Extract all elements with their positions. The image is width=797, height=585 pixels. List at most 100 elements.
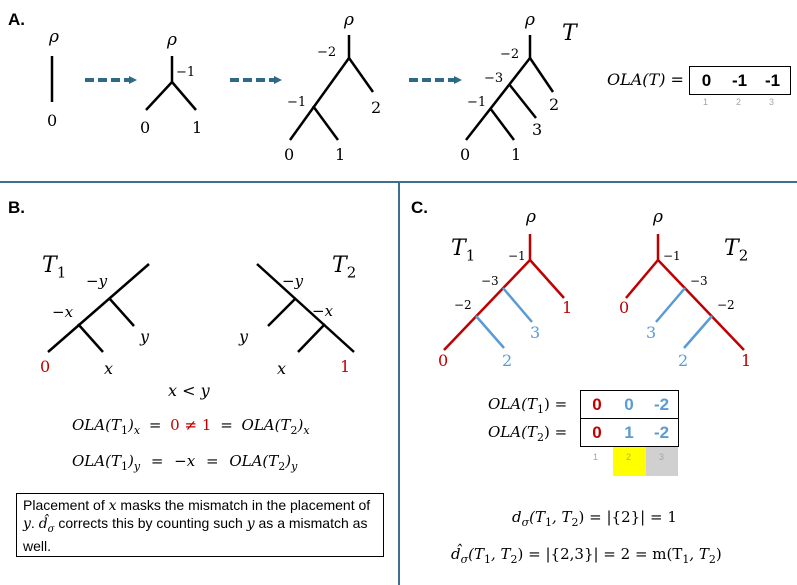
panel-b-diagram: −y −x 0 x y −y −x y x 1 <box>40 263 355 378</box>
leaf-label: 0 <box>438 351 448 370</box>
leaf-label: 0 <box>460 145 470 164</box>
tree-a1: ρ 0 <box>47 27 59 130</box>
eq-text: −x <box>174 452 196 470</box>
ola-value: 0 <box>592 394 602 414</box>
ola-value: -2 <box>653 422 670 442</box>
ola-vector-t1: 0 0 -2 <box>580 390 679 419</box>
leaf-label: 3 <box>532 120 542 139</box>
ola-index-highlight-3 <box>646 447 678 476</box>
tree-edge <box>489 107 515 141</box>
panel-c-diagram: ρ −1 −3 −2 0 2 3 1 ρ −1 −3 −2 0 3 2 1 <box>438 207 751 370</box>
leaf-label: x <box>277 359 286 378</box>
d-hat-formula: d̂σ(T1, T2) = |{2,3}| = 2 = m(T1, T2) <box>451 545 722 566</box>
eq-text: OLA(T <box>229 452 279 470</box>
formula-text: , T <box>490 545 511 563</box>
ola-label-a: OLA(T) = <box>607 70 684 89</box>
root-label: ρ <box>525 207 536 227</box>
d-sigma-formula: dσ(T1, T2) = |{2}| = 1 <box>512 508 677 529</box>
ola-label-text: ) = <box>543 423 568 441</box>
note-text: Placement of <box>23 497 109 513</box>
formula-sub: 2 <box>571 516 579 529</box>
tree-label-text: T <box>724 236 739 261</box>
edge-weight: −1 <box>663 249 681 263</box>
formula-text: ) = |{2}| = 1 <box>578 508 677 526</box>
eq-sub: y <box>133 460 141 473</box>
tree-label-text: T <box>332 253 347 278</box>
eq-text: = <box>220 416 233 434</box>
tree-edge <box>108 297 135 327</box>
leaf-label: 1 <box>335 145 345 164</box>
eq-sub: 2 <box>278 460 286 473</box>
eq-text: OLA(T <box>241 416 291 434</box>
ola-label-text: OLA(T <box>488 395 537 413</box>
edge-weight: −1 <box>287 95 306 110</box>
leaf-label: x <box>104 359 113 378</box>
eq-text: = <box>148 416 162 434</box>
edge-weight: −3 <box>484 71 503 86</box>
tree-edge <box>267 297 297 327</box>
ola-value: -2 <box>653 394 670 414</box>
formula-sub: 2 <box>510 553 518 566</box>
tree-a3: ρ −2 −1 0 1 2 <box>284 10 381 164</box>
tree-a2: ρ −1 0 1 <box>140 30 202 137</box>
leaf-label: 0 <box>619 298 629 317</box>
tree-label-t2-b: T2 <box>332 253 356 281</box>
eq-text: ) <box>127 452 134 470</box>
leaf-label: 1 <box>741 351 751 370</box>
tree-label-t1-c: T1 <box>451 236 475 264</box>
root-label: ρ <box>166 30 177 50</box>
tree-label-sub: 2 <box>346 263 357 282</box>
eq-text: OLA(T <box>72 416 121 434</box>
panel-label-b: B. <box>8 198 25 217</box>
root-label: ρ <box>652 207 663 227</box>
eq-text: ) <box>285 452 292 470</box>
root-label: ρ <box>524 10 535 30</box>
ola-index: 1 <box>703 97 709 107</box>
formula-sub: σ <box>521 516 530 529</box>
leaf-label: y <box>238 327 249 346</box>
tree-edge <box>683 315 713 349</box>
tree-edge <box>465 57 531 141</box>
ola-value: -1 <box>764 70 781 90</box>
tree-edge <box>443 259 531 351</box>
tree-edge <box>47 263 150 353</box>
tree-edge <box>171 81 197 111</box>
ola-value: 0 <box>624 394 634 414</box>
formula-text: ) <box>715 545 722 563</box>
leaf-label: 0 <box>40 357 50 376</box>
leaf-label: 1 <box>511 145 521 164</box>
ola-value: 0 <box>592 422 602 442</box>
formula-text: (T <box>529 508 545 526</box>
ola-label-text: ) = <box>543 395 568 413</box>
ola-label-sub: 1 <box>536 403 544 416</box>
vertical-divider <box>398 182 400 585</box>
panel-a-diagram: ρ 0 ρ −1 0 1 ρ −2 −1 0 1 2 ρ T −2 <box>47 10 579 164</box>
edge-weight: −1 <box>508 249 526 263</box>
tree-edge <box>288 57 351 141</box>
eq-text: OLA(T <box>72 452 121 470</box>
tree-c1: ρ −1 −3 −2 0 2 3 1 <box>438 207 572 370</box>
formula-sub: 1 <box>682 553 690 566</box>
formula-text: d <box>512 508 522 526</box>
panel-label-a: A. <box>8 10 25 29</box>
eq-sub: 1 <box>120 424 128 437</box>
ola-value: -1 <box>731 70 748 90</box>
leaf-label: 3 <box>646 323 656 342</box>
tree-edge <box>508 83 537 119</box>
formula-sub: σ <box>460 553 469 566</box>
ola-vector-t2: 0 1 -2 <box>580 418 679 447</box>
tree-edge <box>529 259 565 299</box>
ola-index: 2 <box>736 97 742 107</box>
tree-label-sub: 1 <box>465 246 476 265</box>
equation-x: OLA(T1)x = 0 ≠ 1 = OLA(T2)x <box>72 416 310 437</box>
edge-weight: −2 <box>454 298 472 312</box>
ola-vector-a: 0 -1 -1 <box>689 66 791 95</box>
tree-label-t1-b: T1 <box>42 253 66 281</box>
ola-index: 3 <box>769 97 775 107</box>
note-sub: σ <box>47 523 55 535</box>
tree-edge <box>297 323 326 353</box>
edge-weight: −2 <box>717 298 735 312</box>
equation-y: OLA(T1)y = −x = OLA(T2)y <box>72 452 297 473</box>
ola-value: 1 <box>624 422 634 442</box>
ola-label-t2: OLA(T2) = <box>488 423 567 444</box>
